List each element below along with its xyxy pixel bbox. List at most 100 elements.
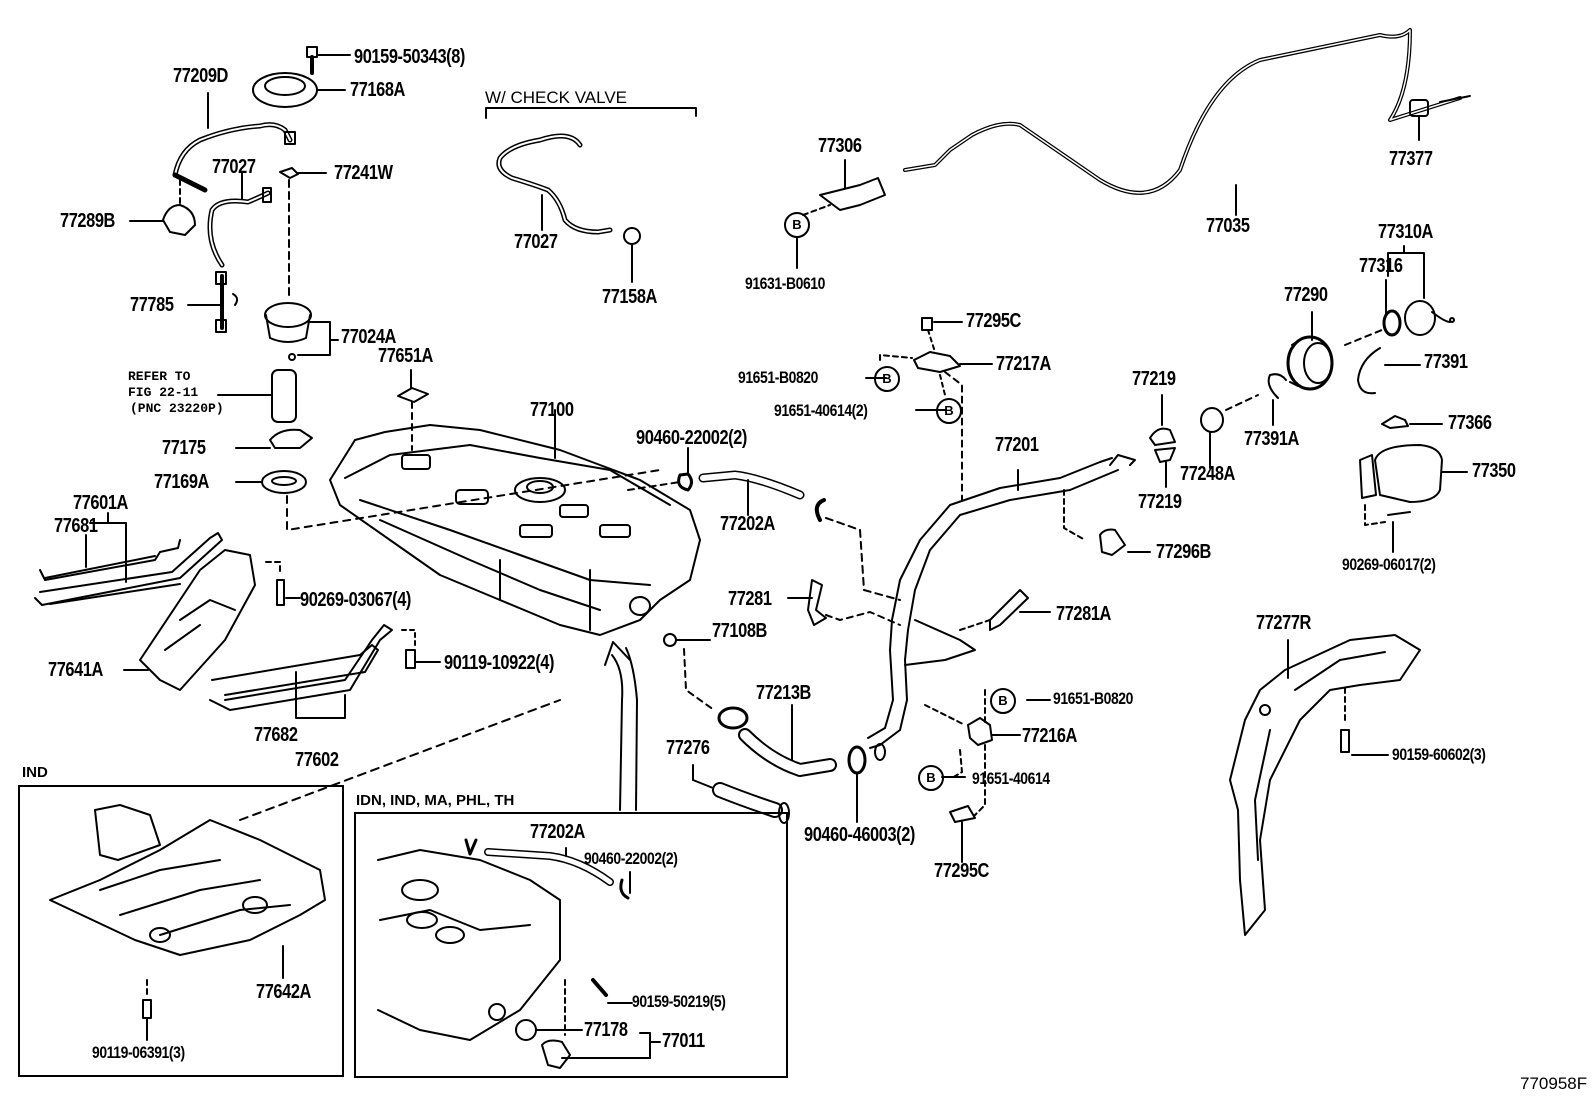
gasket-77168A	[252, 72, 346, 108]
ring-77391A	[1267, 373, 1287, 426]
part-label-77682[interactable]: 77682	[254, 724, 298, 746]
part-label-77366[interactable]: 77366	[1448, 412, 1492, 434]
part-label-90159-50343[interactable]: 90159-50343(8)	[354, 46, 465, 68]
part-label-77306[interactable]: 77306	[818, 135, 862, 157]
part-label-77289B[interactable]: 77289B	[60, 210, 115, 232]
part-label-77209D[interactable]: 77209D	[173, 65, 228, 87]
arrow-inset-pointer	[604, 641, 638, 811]
part-label-77217A[interactable]: 77217A	[996, 353, 1051, 375]
part-label-77024A[interactable]: 77024A	[341, 326, 396, 348]
clip-77219	[1149, 394, 1176, 488]
part-label-90269-03067[interactable]: 90269-03067(4)	[300, 589, 411, 611]
part-label-77027-a[interactable]: 77027	[212, 156, 256, 178]
inset-box-idn-ind-ma-phl-th	[354, 812, 788, 1078]
part-label-77108B[interactable]: 77108B	[712, 620, 767, 642]
part-label-77296B[interactable]: 77296B	[1156, 541, 1211, 563]
check-valve-group	[485, 107, 697, 283]
part-label-77219-a[interactable]: 77219	[1132, 368, 1176, 390]
part-label-77276[interactable]: 77276	[666, 737, 710, 759]
part-label-77641A[interactable]: 77641A	[48, 659, 103, 681]
part-label-77281[interactable]: 77281	[728, 588, 772, 610]
part-label-77027-b[interactable]: 77027	[514, 231, 558, 253]
bolt-marker-b-91651-40614: B	[918, 765, 944, 791]
strap-77681	[39, 534, 181, 581]
part-label-77681[interactable]: 77681	[54, 515, 98, 537]
part-label-77213B[interactable]: 77213B	[756, 682, 811, 704]
clip-77295C-b	[949, 805, 976, 863]
inset-box-ind	[18, 785, 344, 1077]
part-label-77248A[interactable]: 77248A	[1180, 463, 1235, 485]
bracket-77217A	[879, 329, 993, 501]
part-label-77216A[interactable]: 77216A	[1022, 725, 1077, 747]
part-label-77601A[interactable]: 77601A	[73, 492, 128, 514]
bracket-77281	[787, 579, 901, 626]
bolt-marker-b-91651-40614-2: B	[936, 398, 962, 424]
hinge-77366	[1381, 415, 1443, 429]
part-label-77281A[interactable]: 77281A	[1056, 603, 1111, 625]
part-label-91651-40614-2[interactable]: 91651-40614(2)	[774, 401, 868, 420]
part-label-91631-B0610[interactable]: 91631-B0610	[745, 274, 825, 293]
part-label-77295C-a[interactable]: 77295C	[966, 310, 1021, 332]
part-label-90269-06017[interactable]: 90269-06017(2)	[1342, 555, 1436, 574]
part-label-90460-22002-b[interactable]: 90460-22002(2)	[584, 849, 678, 868]
part-label-77158A[interactable]: 77158A	[602, 286, 657, 308]
part-label-77377[interactable]: 77377	[1389, 148, 1433, 170]
part-label-77035[interactable]: 77035	[1206, 215, 1250, 237]
filler-neck-77290	[1286, 311, 1383, 391]
protector-77641A	[123, 549, 256, 691]
part-label-77642A[interactable]: 77642A	[256, 981, 311, 1003]
refer-note-line2: FIG 22-11	[128, 385, 199, 400]
bolt-marker-b-91651-B0820-b: B	[990, 688, 1016, 714]
part-label-91651-B0820-a[interactable]: 91651-B0820	[738, 368, 818, 387]
inset-caption-ind: IND	[22, 764, 48, 781]
clip-77295C-a	[921, 317, 963, 331]
part-label-77391A[interactable]: 77391A	[1244, 428, 1299, 450]
part-label-77602[interactable]: 77602	[295, 749, 339, 771]
part-label-77350[interactable]: 77350	[1472, 460, 1516, 482]
part-label-77168A[interactable]: 77168A	[350, 79, 405, 101]
inset-ind-linework	[49, 804, 326, 1041]
gasket-77169A	[235, 469, 661, 531]
strap-77682	[209, 624, 393, 719]
part-label-77290[interactable]: 77290	[1284, 284, 1328, 306]
bracket-77216A	[924, 689, 1021, 816]
part-label-77241W[interactable]: 77241W	[334, 162, 393, 184]
part-label-77316[interactable]: 77316	[1359, 255, 1403, 277]
part-label-77175[interactable]: 77175	[162, 437, 206, 459]
part-label-77169A[interactable]: 77169A	[154, 471, 209, 493]
part-label-91651-40614[interactable]: 91651-40614	[972, 769, 1050, 788]
part-label-77201[interactable]: 77201	[995, 434, 1039, 456]
group-caption-check-valve: W/ CHECK VALVE	[485, 88, 628, 107]
part-label-90460-46003[interactable]: 90460-46003(2)	[804, 824, 915, 846]
part-label-90119-10922[interactable]: 90119-10922(4)	[444, 652, 555, 674]
part-label-90159-60602[interactable]: 90159-60602(3)	[1392, 745, 1486, 764]
part-label-77277R[interactable]: 77277R	[1256, 612, 1311, 634]
part-label-91651-B0820-b[interactable]: 91651-B0820	[1053, 689, 1133, 708]
figure-code: 770958F	[1520, 1074, 1588, 1093]
part-label-77202A-b[interactable]: 77202A	[530, 821, 585, 843]
part-label-77310A[interactable]: 77310A	[1378, 221, 1433, 243]
part-label-90159-50219[interactable]: 90159-50219(5)	[632, 992, 726, 1011]
cap-77310A	[1387, 245, 1455, 336]
part-label-77391[interactable]: 77391	[1424, 351, 1468, 373]
part-label-77785[interactable]: 77785	[130, 294, 174, 316]
part-label-77651A[interactable]: 77651A	[378, 345, 433, 367]
clamp-90460-22002-a	[627, 447, 693, 492]
hose-77213B	[717, 704, 837, 777]
part-label-77100[interactable]: 77100	[530, 399, 574, 421]
part-label-77011[interactable]: 77011	[662, 1030, 705, 1052]
part-label-90119-06391[interactable]: 90119-06391(3)	[92, 1043, 185, 1062]
clamp-90460-46003	[847, 743, 886, 823]
bolt-90119-10922	[401, 629, 441, 669]
pump-retainer-77175	[235, 428, 313, 449]
protector-77277R	[1229, 634, 1421, 936]
part-label-77202A-a[interactable]: 77202A	[720, 513, 775, 535]
part-label-90460-22002-a[interactable]: 90460-22002(2)	[636, 427, 747, 449]
clip-77296B	[1099, 528, 1151, 556]
part-label-77295C-b[interactable]: 77295C	[934, 860, 989, 882]
fuel-lid-77350	[1359, 444, 1468, 553]
bolt-90269-03067	[265, 561, 301, 606]
part-label-77219-b[interactable]: 77219	[1138, 491, 1182, 513]
part-label-77178[interactable]: 77178	[584, 1019, 628, 1041]
